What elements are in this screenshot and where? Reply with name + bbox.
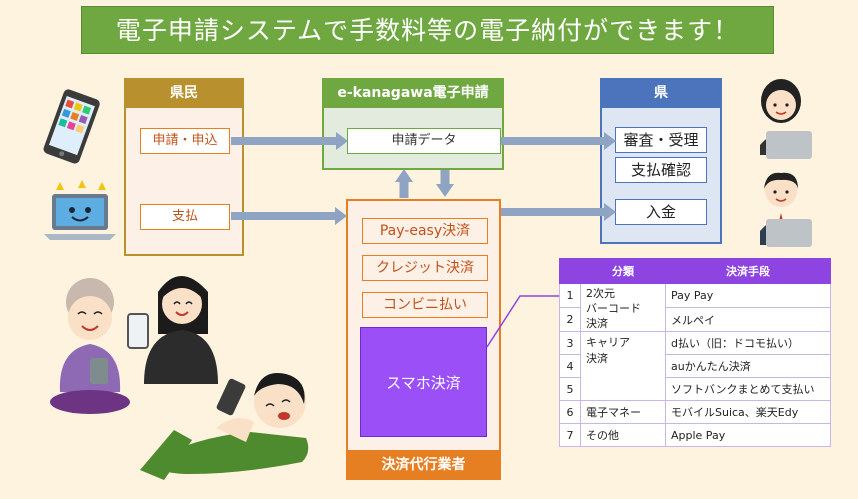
arrow-apply-to-data <box>231 132 348 150</box>
method-cell: d払い（旧：ドコモ払い） <box>665 331 831 355</box>
review-box: 審査・受理 <box>615 127 707 153</box>
table-row: 3 キャリア 決済 d払い（旧：ドコモ払い） <box>559 331 831 401</box>
method-cell: メルペイ <box>665 307 831 332</box>
pay-box: 支払 <box>140 204 230 230</box>
ekanagawa-header: e-kanagawa電子申請 <box>322 78 504 108</box>
row-number: 5 <box>559 377 581 401</box>
category-text: キャリア <box>586 336 630 349</box>
category-barcode: 2次元 バーコード 決済 <box>580 283 666 332</box>
agent-footer: 決済代行業者 <box>346 450 501 480</box>
header-category: 分類 <box>580 258 666 284</box>
laptop-icon <box>44 180 116 240</box>
table-row: 4 auかんたん決済 <box>559 354 831 378</box>
row-number: 6 <box>559 400 581 424</box>
category-text: 決済 <box>586 317 608 330</box>
kenmin-header: 県民 <box>124 78 244 108</box>
method-cell: Apple Pay <box>665 423 831 447</box>
deposit-box: 入金 <box>615 199 707 225</box>
staff-woman-icon <box>760 79 812 159</box>
row-number: 7 <box>559 423 581 447</box>
staff-man-icon <box>760 172 812 247</box>
payment-methods-table: 分類 決済手段 1 2次元 バーコード 決済 Pay Pay 2 メルペイ 3 … <box>559 258 831 447</box>
row-number: 2 <box>559 307 581 332</box>
ken-header: 県 <box>600 78 722 108</box>
woman-figure <box>127 276 218 384</box>
category-text: バーコード <box>586 302 641 315</box>
category-carrier: キャリア 決済 <box>580 331 666 401</box>
row-number: 1 <box>559 283 581 308</box>
table-row: 5 ソフトバンクまとめて支払い <box>559 377 831 401</box>
method-cell: Pay Pay <box>665 283 831 308</box>
method-cell: ソフトバンクまとめて支払い <box>665 377 831 401</box>
grandmother-figure <box>50 278 130 414</box>
application-data-box: 申請データ <box>347 128 501 154</box>
row-number: 4 <box>559 354 581 378</box>
table-row: 1 2次元 バーコード 決済 Pay Pay <box>559 283 831 332</box>
confirm-box: 支払確認 <box>615 157 707 183</box>
smartphone-icon <box>43 89 100 164</box>
category-text: 2次元 <box>586 287 615 300</box>
page-title: 電子申請システムで手数料等の電子納付ができます！ <box>81 6 774 54</box>
payeasy-box: Pay-easy決済 <box>362 218 488 244</box>
table-row: 7 その他 Apple Pay <box>559 423 831 447</box>
table-row: 2 メルペイ <box>559 307 831 332</box>
header-method: 決済手段 <box>665 258 831 284</box>
credit-box: クレジット決済 <box>362 255 488 281</box>
arrow-data-to-review <box>501 132 616 150</box>
category-emoney: 電子マネー <box>580 400 666 424</box>
apply-box: 申請・申込 <box>140 128 230 154</box>
table-row: 6 電子マネー モバイルSuica、楽天Edy <box>559 400 831 424</box>
arrow-pay-to-agent <box>231 207 347 225</box>
row-number: 3 <box>559 331 581 355</box>
method-cell: auかんたん決済 <box>665 354 831 378</box>
category-text: 決済 <box>586 352 608 365</box>
method-cell: モバイルSuica、楽天Edy <box>665 400 831 424</box>
category-other: その他 <box>580 423 666 447</box>
connector-line <box>486 295 559 348</box>
arrow-agent-up <box>395 169 413 198</box>
arrow-agent-down <box>436 170 454 197</box>
smartphone-payment-box: スマホ決済 <box>360 327 487 437</box>
table-header-row: 分類 決済手段 <box>559 258 831 284</box>
family-illustration <box>50 276 309 480</box>
arrow-agent-to-deposit <box>501 203 616 221</box>
convenience-box: コンビニ払い <box>362 292 488 318</box>
man-figure <box>140 372 309 480</box>
